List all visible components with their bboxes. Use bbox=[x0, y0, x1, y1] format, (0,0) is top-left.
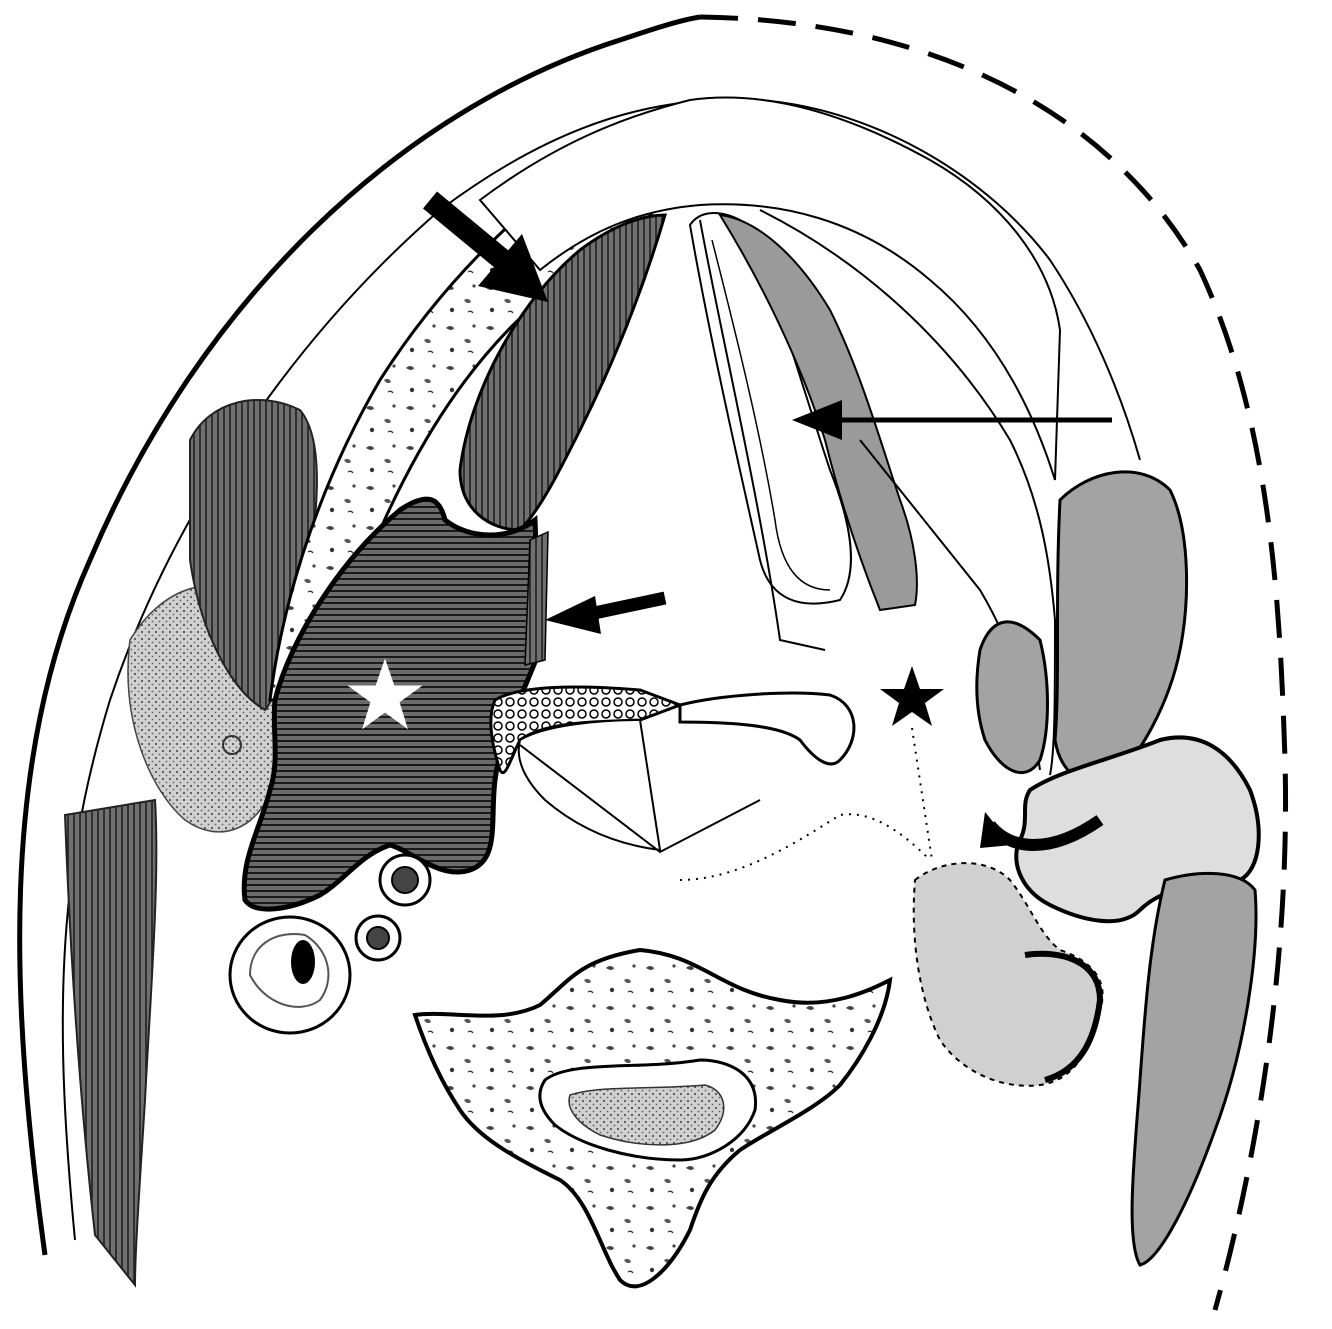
right-light-lobe bbox=[912, 862, 1104, 1087]
right-thyroid-ala-line bbox=[759, 209, 1057, 776]
dotted-guide-line-vertical bbox=[911, 727, 933, 861]
skin-outline-dashed bbox=[699, 14, 1289, 1311]
right-ventricle-inner-line bbox=[711, 239, 831, 591]
thyroid-cartilage-arch bbox=[478, 96, 1062, 481]
airway-lower-edge bbox=[519, 744, 761, 854]
dotted-guide-line-horizontal bbox=[679, 813, 931, 881]
black-star-marker bbox=[880, 666, 944, 726]
carotid-artery-inner bbox=[391, 866, 419, 894]
right-paraglottic-lines bbox=[699, 219, 826, 651]
diagonal-arrow-shaft bbox=[422, 191, 513, 271]
short-arrow-shaft bbox=[583, 591, 667, 622]
short-arrow-head[interactable] bbox=[545, 596, 601, 634]
curved-arrow-head bbox=[980, 812, 1012, 848]
gland-nodule bbox=[222, 735, 242, 755]
diagonal-arrow-head[interactable] bbox=[478, 234, 548, 302]
right-mid-gray-lobe bbox=[975, 620, 1049, 774]
jugular-vein-inner bbox=[248, 933, 330, 1008]
long-arrow-head[interactable] bbox=[792, 400, 842, 440]
small-vessel-inner bbox=[366, 926, 390, 950]
tumor-star-marker bbox=[347, 658, 423, 730]
jugular-vein-fill bbox=[291, 940, 315, 984]
left-arytenoid-beaded bbox=[489, 685, 685, 774]
skin-outline-solid bbox=[17, 14, 701, 1256]
left-muscle-strip bbox=[63, 798, 158, 1288]
right-lower-gray-muscle bbox=[1130, 872, 1258, 1267]
right-vocal-fold bbox=[678, 691, 856, 766]
right-light-lobe-solid-edge bbox=[1024, 950, 1104, 1083]
airway-lumen bbox=[517, 718, 662, 852]
vertebral-body-inner bbox=[568, 1084, 725, 1146]
left-mucosal-strip bbox=[524, 530, 549, 666]
right-upper-gray-lobe bbox=[1053, 470, 1189, 785]
